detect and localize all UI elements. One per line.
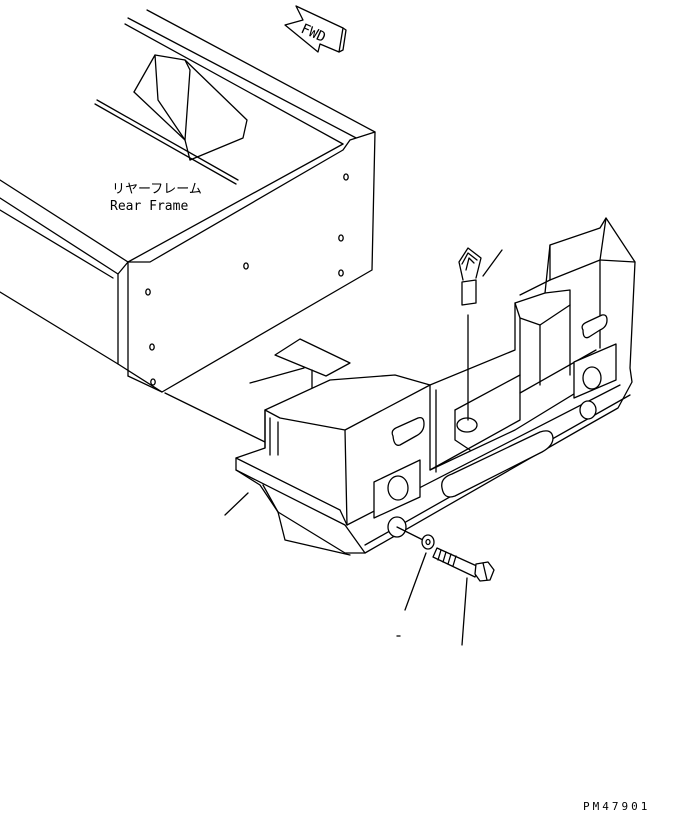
rear-frame-label-en: Rear Frame — [110, 199, 188, 214]
drawing-code: PM47901 — [583, 800, 650, 813]
frame-bolt-holes — [145, 173, 349, 386]
lifting-slot-left — [391, 416, 425, 446]
lifting-slot-right — [581, 314, 608, 339]
rear-frame-label-ja: リヤーフレーム — [112, 182, 202, 197]
fwd-arrow-icon: FWD — [284, 5, 347, 53]
lock-pin — [458, 247, 503, 421]
rear-frame: リヤーフレーム Rear Frame — [0, 9, 376, 393]
pin-hole — [456, 417, 478, 433]
counterweight — [235, 217, 636, 556]
cover-plate — [274, 338, 351, 377]
bolt — [396, 547, 495, 646]
handle-slot — [441, 430, 554, 498]
washer — [396, 526, 435, 611]
